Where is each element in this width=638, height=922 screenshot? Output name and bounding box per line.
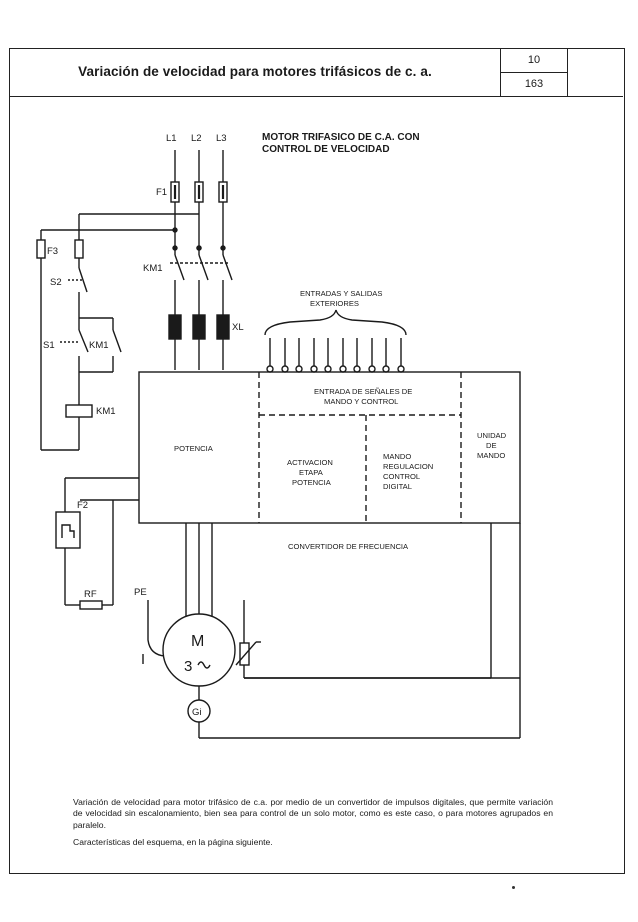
thermal-relay-label: F2	[77, 500, 88, 511]
page-title: Variación de velocidad para motores trif…	[78, 64, 432, 79]
switch-s1-label: S1	[43, 340, 55, 351]
block-unit-line2: DE	[486, 441, 497, 450]
block-regulation-line3: CONTROL	[383, 472, 420, 481]
converter-label: CONVERTIDOR DE FRECUENCIA	[288, 542, 409, 551]
io-brace	[264, 309, 407, 336]
block-regulation-line2: REGULACION	[383, 462, 433, 471]
block-activation-line3: POTENCIA	[292, 478, 332, 487]
block-regulation-line4: DIGITAL	[383, 482, 412, 491]
block-activation-line2: ETAPA	[299, 468, 324, 477]
block-activation-line1: ACTIVACION	[287, 458, 333, 467]
converter-box	[138, 371, 521, 524]
caption-paragraph-2: Características del esquema, en la págin…	[73, 837, 273, 848]
fuse-f1-label: F1	[156, 187, 167, 198]
tacho-gi-label: Gi	[192, 707, 202, 718]
motor-phases: 3	[184, 658, 192, 675]
phase-label-l3: L3	[216, 133, 227, 144]
motor-letter: M	[191, 633, 204, 650]
contactor-km1	[170, 254, 233, 315]
thermal-relay-f2	[55, 477, 139, 610]
contactor-km1-label: KM1	[143, 263, 163, 274]
control-circuit	[36, 213, 199, 451]
block-regulation-line1: MANDO	[383, 452, 411, 461]
diagram-title-line2: CONTROL DE VELOCIDAD	[262, 144, 390, 155]
page-number-box: 10 163	[500, 49, 568, 96]
page-frame: Variación de velocidad para motores trif…	[9, 48, 625, 874]
earth-pe	[142, 600, 166, 664]
switch-s2-label: S2	[50, 277, 62, 288]
page-header: Variación de velocidad para motores trif…	[10, 49, 623, 97]
block-signals-line1: ENTRADA DE SEÑALES DE	[314, 387, 412, 396]
reactor-xl	[168, 314, 230, 370]
ac-symbol	[197, 661, 211, 669]
ink-dot	[512, 886, 515, 889]
block-unit-line3: MANDO	[477, 451, 505, 460]
caption: Variación de velocidad para motor trifás…	[73, 797, 553, 855]
caption-paragraph-1: Variación de velocidad para motor trifás…	[73, 797, 553, 830]
io-terminals	[266, 338, 405, 373]
fuse-f3-label: F3	[47, 246, 58, 257]
sheet-number: 10	[501, 49, 567, 73]
junction-dot	[172, 245, 178, 251]
relay-resistor-label: RF	[84, 589, 97, 600]
reactor-xl-label: XL	[232, 322, 244, 333]
fuse-f1	[170, 181, 228, 203]
coil-km1	[65, 404, 93, 418]
diagram-title-line1: MOTOR TRIFASICO DE C.A. CON	[262, 132, 420, 143]
io-label-line1: ENTRADAS Y SALIDAS	[300, 289, 382, 298]
block-signals-line2: MANDO Y CONTROL	[324, 397, 398, 406]
contactor-aux-label: KM1	[89, 340, 109, 351]
io-label-line2: EXTERIORES	[310, 299, 359, 308]
motor-symbol	[162, 613, 236, 687]
coil-km1-label: KM1	[96, 406, 116, 417]
phase-label-l2: L2	[191, 133, 202, 144]
junction-dot	[196, 245, 202, 251]
page-number: 163	[524, 78, 544, 90]
block-power-label: POTENCIA	[174, 444, 214, 453]
converter-internal-blocks	[258, 372, 462, 523]
phase-label-l1: L1	[166, 133, 177, 144]
motor-feed-lines	[185, 523, 213, 625]
block-unit-line1: UNIDAD	[477, 431, 507, 440]
earth-pe-label: PE	[134, 587, 147, 598]
junction-dot	[220, 245, 226, 251]
